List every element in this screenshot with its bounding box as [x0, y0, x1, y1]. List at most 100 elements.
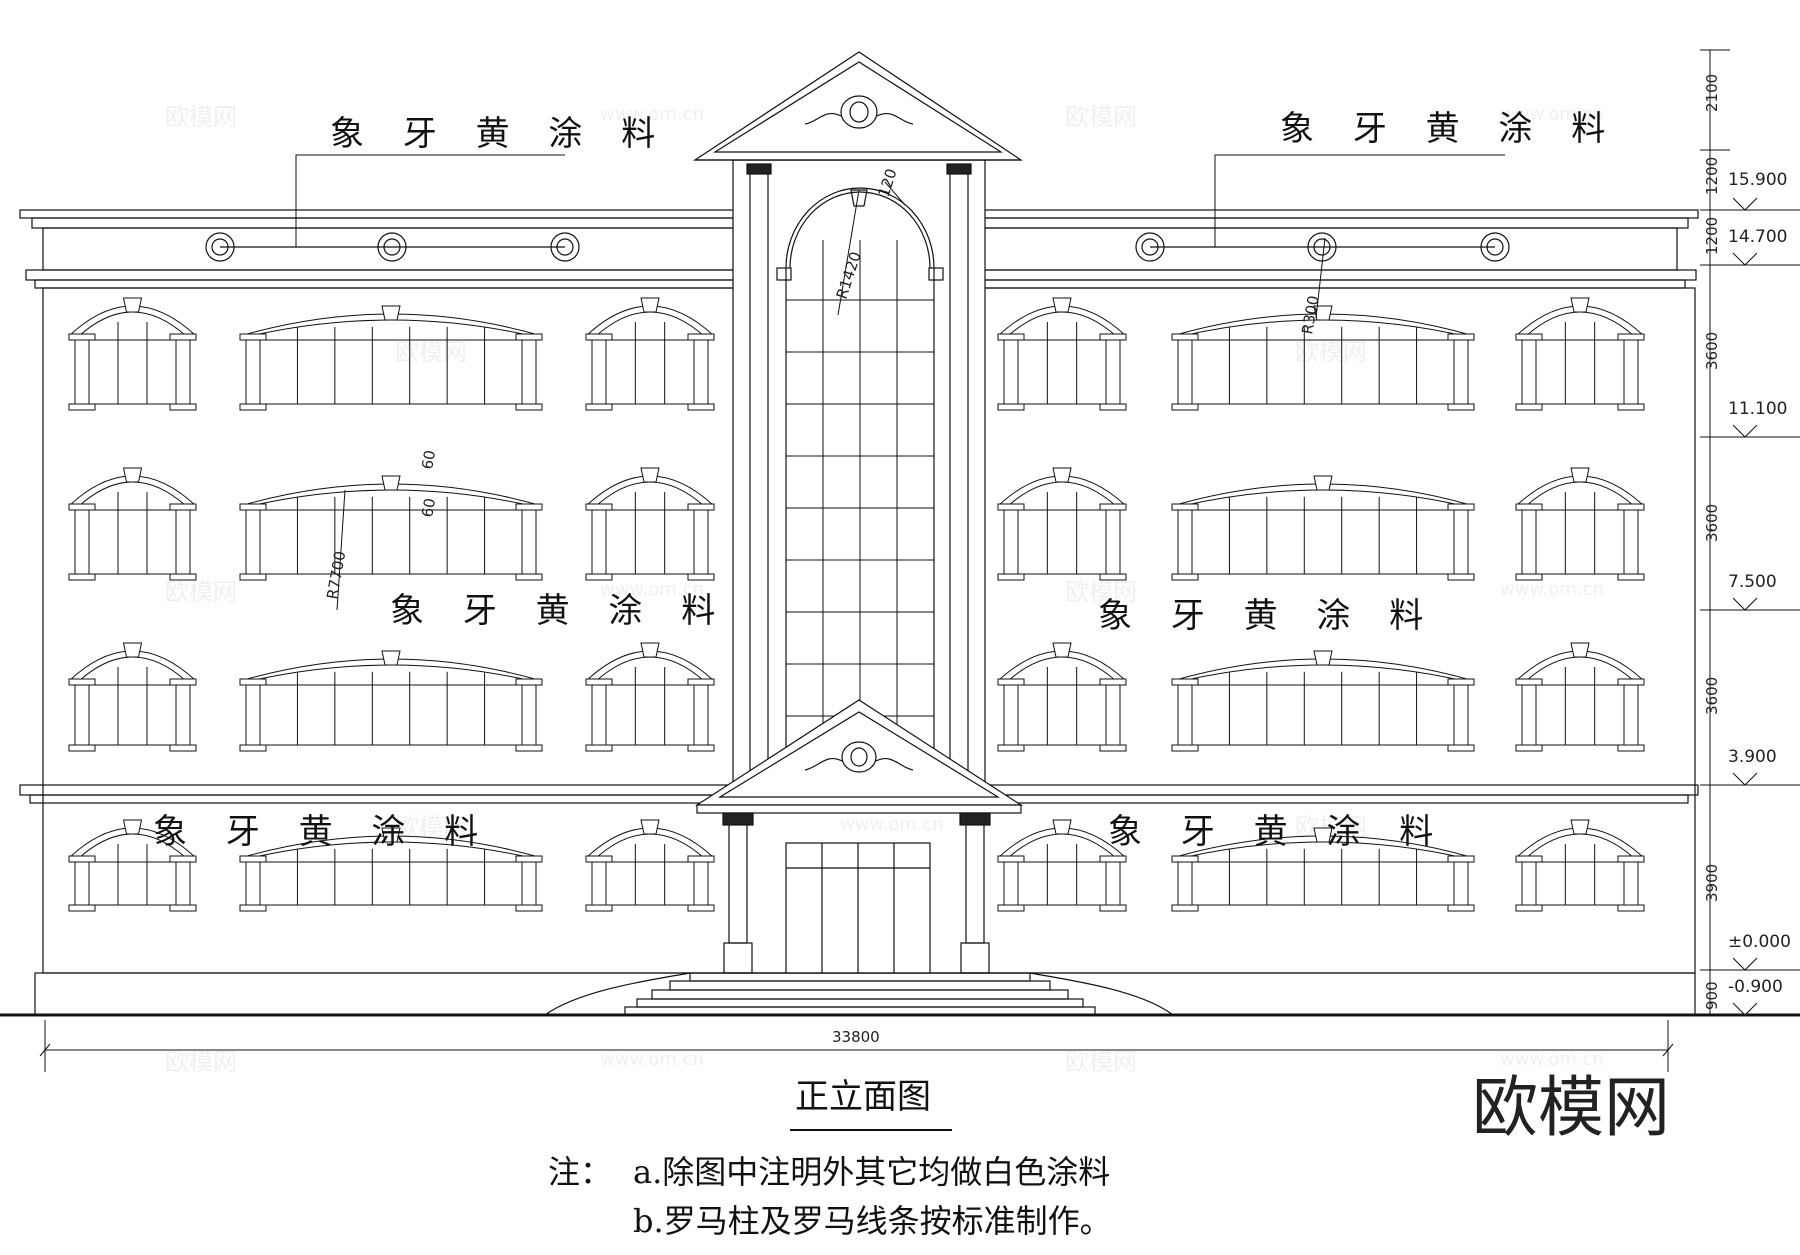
column-base [1617, 573, 1645, 581]
column-base [68, 904, 96, 912]
portico-pediment-inner [717, 711, 1001, 798]
column-capital [1171, 855, 1199, 863]
window-frame [1017, 861, 1107, 906]
column-capital [1099, 333, 1127, 341]
keystone [381, 305, 401, 321]
column-base [239, 403, 267, 411]
tall-arched-window [785, 187, 935, 756]
column-base [1099, 573, 1127, 581]
window-arch-inner [1007, 656, 1117, 682]
window-column [521, 684, 537, 746]
column-capital [239, 333, 267, 341]
dim-1200: 1200 [1703, 217, 1721, 255]
keystone [1570, 819, 1590, 835]
column-capital [1447, 855, 1475, 863]
window-arch-inner [1525, 481, 1635, 507]
window-frame [605, 339, 695, 405]
watermark-url: www.om.cn [1500, 104, 1604, 125]
window-frame [605, 509, 695, 575]
watermark-brand: 欧模网 [395, 338, 467, 366]
keystone [381, 475, 401, 491]
keystone [1052, 819, 1072, 835]
entrance-portico [544, 699, 1174, 1016]
column-base [1447, 744, 1475, 752]
window-column [245, 861, 261, 906]
column-base [515, 573, 543, 581]
column-base [239, 573, 267, 581]
keystone [1313, 827, 1333, 843]
arc-dim-label: 60 [418, 449, 439, 471]
keystone [850, 189, 868, 207]
column-base [515, 904, 543, 912]
dim-tick [39, 1043, 51, 1057]
window-column [74, 861, 90, 906]
horizontal-dimension [39, 1020, 1674, 1072]
keystone [1570, 642, 1590, 658]
elevation-label: -0.900 [1728, 977, 1783, 997]
window-column [1105, 861, 1121, 906]
column-capital [959, 812, 991, 826]
elevation-label: ±0.000 [1728, 932, 1791, 952]
window-column [175, 861, 191, 906]
portico-entablature [696, 804, 1022, 814]
window-column [1623, 509, 1639, 575]
column-base [687, 744, 715, 752]
window-column [591, 861, 607, 906]
window-column [1453, 339, 1469, 405]
column-capital [687, 855, 715, 863]
window-column [1453, 684, 1469, 746]
column-base [68, 744, 96, 752]
window-column [591, 339, 607, 405]
window-column [1105, 339, 1121, 405]
column-base [1617, 744, 1645, 752]
window-column [1521, 684, 1537, 746]
brand-logo: 欧模网 [1472, 1069, 1670, 1146]
elevation-marker [1732, 597, 1758, 611]
column-base [68, 403, 96, 411]
column-capital [997, 678, 1025, 686]
column-base [169, 573, 197, 581]
watermark-url: www.om.cn [600, 1049, 704, 1070]
callout-leaders [295, 154, 1505, 247]
keystone [1570, 467, 1590, 483]
window-arch-inner [78, 656, 187, 682]
keystone [122, 467, 143, 483]
window-column [1623, 861, 1639, 906]
column-base [239, 904, 267, 912]
tower-pediment-inner [712, 61, 1004, 153]
dim-1200: 1200 [1703, 157, 1721, 195]
column-capital [239, 503, 267, 511]
window-column [1521, 339, 1537, 405]
note-a: a.除图中注明外其它均做白色涂料 [633, 1153, 1110, 1191]
window-column [74, 339, 90, 405]
window-frame [1191, 861, 1455, 906]
window-frame [88, 339, 177, 405]
keystone [381, 827, 401, 843]
keystone [640, 642, 660, 658]
elevation-label: 14.700 [1728, 227, 1787, 247]
column-capital [722, 812, 754, 826]
keystone [1052, 297, 1072, 313]
keystone [1313, 475, 1333, 491]
ornament-scroll [804, 758, 914, 771]
window-frame [1017, 684, 1107, 746]
stair-cheek [544, 972, 1174, 1016]
column-capital [1447, 503, 1475, 511]
column-capital [1515, 855, 1543, 863]
step [651, 989, 1069, 1000]
column-capital [585, 855, 613, 863]
column-base [1447, 573, 1475, 581]
window-column [591, 684, 607, 746]
column-capital [1515, 678, 1543, 686]
window-frame [1191, 684, 1455, 746]
elevation-label: 11.100 [1728, 399, 1787, 419]
dim-900: 900 [1703, 981, 1721, 1010]
window-arch-inner [1525, 656, 1635, 682]
dim-3600: 3600 [1703, 332, 1721, 370]
elevation-marker [1732, 424, 1758, 438]
window-column [175, 339, 191, 405]
window-column [521, 861, 537, 906]
column-base [1447, 904, 1475, 912]
column-base [169, 744, 197, 752]
column-base [1099, 904, 1127, 912]
